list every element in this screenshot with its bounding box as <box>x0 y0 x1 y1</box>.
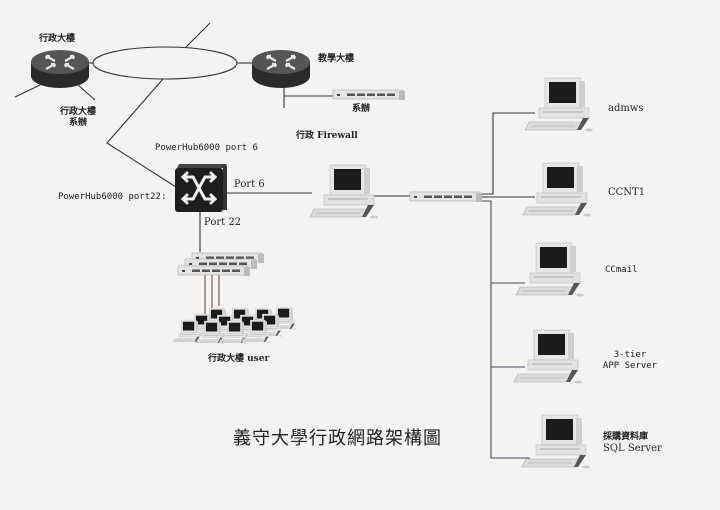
powerhub-switch <box>175 164 227 212</box>
powerhub-port6-label: PowerHub6000 port 6 <box>155 143 258 153</box>
admin-dept-label-line2: 系辦 <box>69 118 88 129</box>
server-pc-app-server <box>513 329 583 384</box>
app-server-label-line1: 3-tier <box>613 350 647 360</box>
sql-server-label-line2: SQL Server <box>603 443 662 455</box>
router-admin-label: 行政大樓 <box>39 34 76 44</box>
server-pc-ccnt1 <box>522 162 592 217</box>
teaching-dept-switch <box>332 89 406 101</box>
server-pc-admws <box>524 77 594 132</box>
teaching-dept-switch-label: 系辦 <box>352 104 371 114</box>
admin-user-pcs <box>172 306 297 344</box>
admin-users-label: 行政大樓 user <box>208 354 270 364</box>
sql-server-label-line1: 採購資料庫 <box>603 432 649 442</box>
powerhub-port22-label: PowerHub6000 port22: <box>58 192 167 202</box>
router-admin-building <box>29 48 91 90</box>
diagram-title: 義守大學行政網路架構圖 <box>233 428 442 449</box>
backbone-ring <box>92 46 238 80</box>
server-pc-sql-server <box>521 414 591 469</box>
router-teaching-building <box>250 48 312 90</box>
server-label-sql-server: 採購資料庫 SQL Server <box>603 432 662 456</box>
router-teaching-label: 教學大樓 <box>318 54 355 64</box>
admin-dept-label: 行政大樓 系辦 <box>60 107 96 130</box>
server-pc-ccmail <box>515 242 585 297</box>
port-22-label: Port 22 <box>204 217 242 228</box>
admin-dept-label-line1: 行政大樓 <box>60 107 97 117</box>
distribution-hub <box>409 191 483 203</box>
server-label-app-server: 3-tier APP Server <box>600 350 660 373</box>
server-label-admws: admws <box>608 103 644 114</box>
server-label-ccnt1: CCNT1 <box>608 187 646 198</box>
app-server-label-line2: APP Server <box>602 361 658 372</box>
firewall-label: 行政 Firewall <box>296 131 358 141</box>
server-label-ccmail: CCmail <box>605 265 638 275</box>
user-hub-stack <box>177 252 265 277</box>
backbone-uplink <box>185 22 211 48</box>
port-6-label: Port 6 <box>234 179 265 190</box>
admin-gateway-pc <box>309 164 379 219</box>
